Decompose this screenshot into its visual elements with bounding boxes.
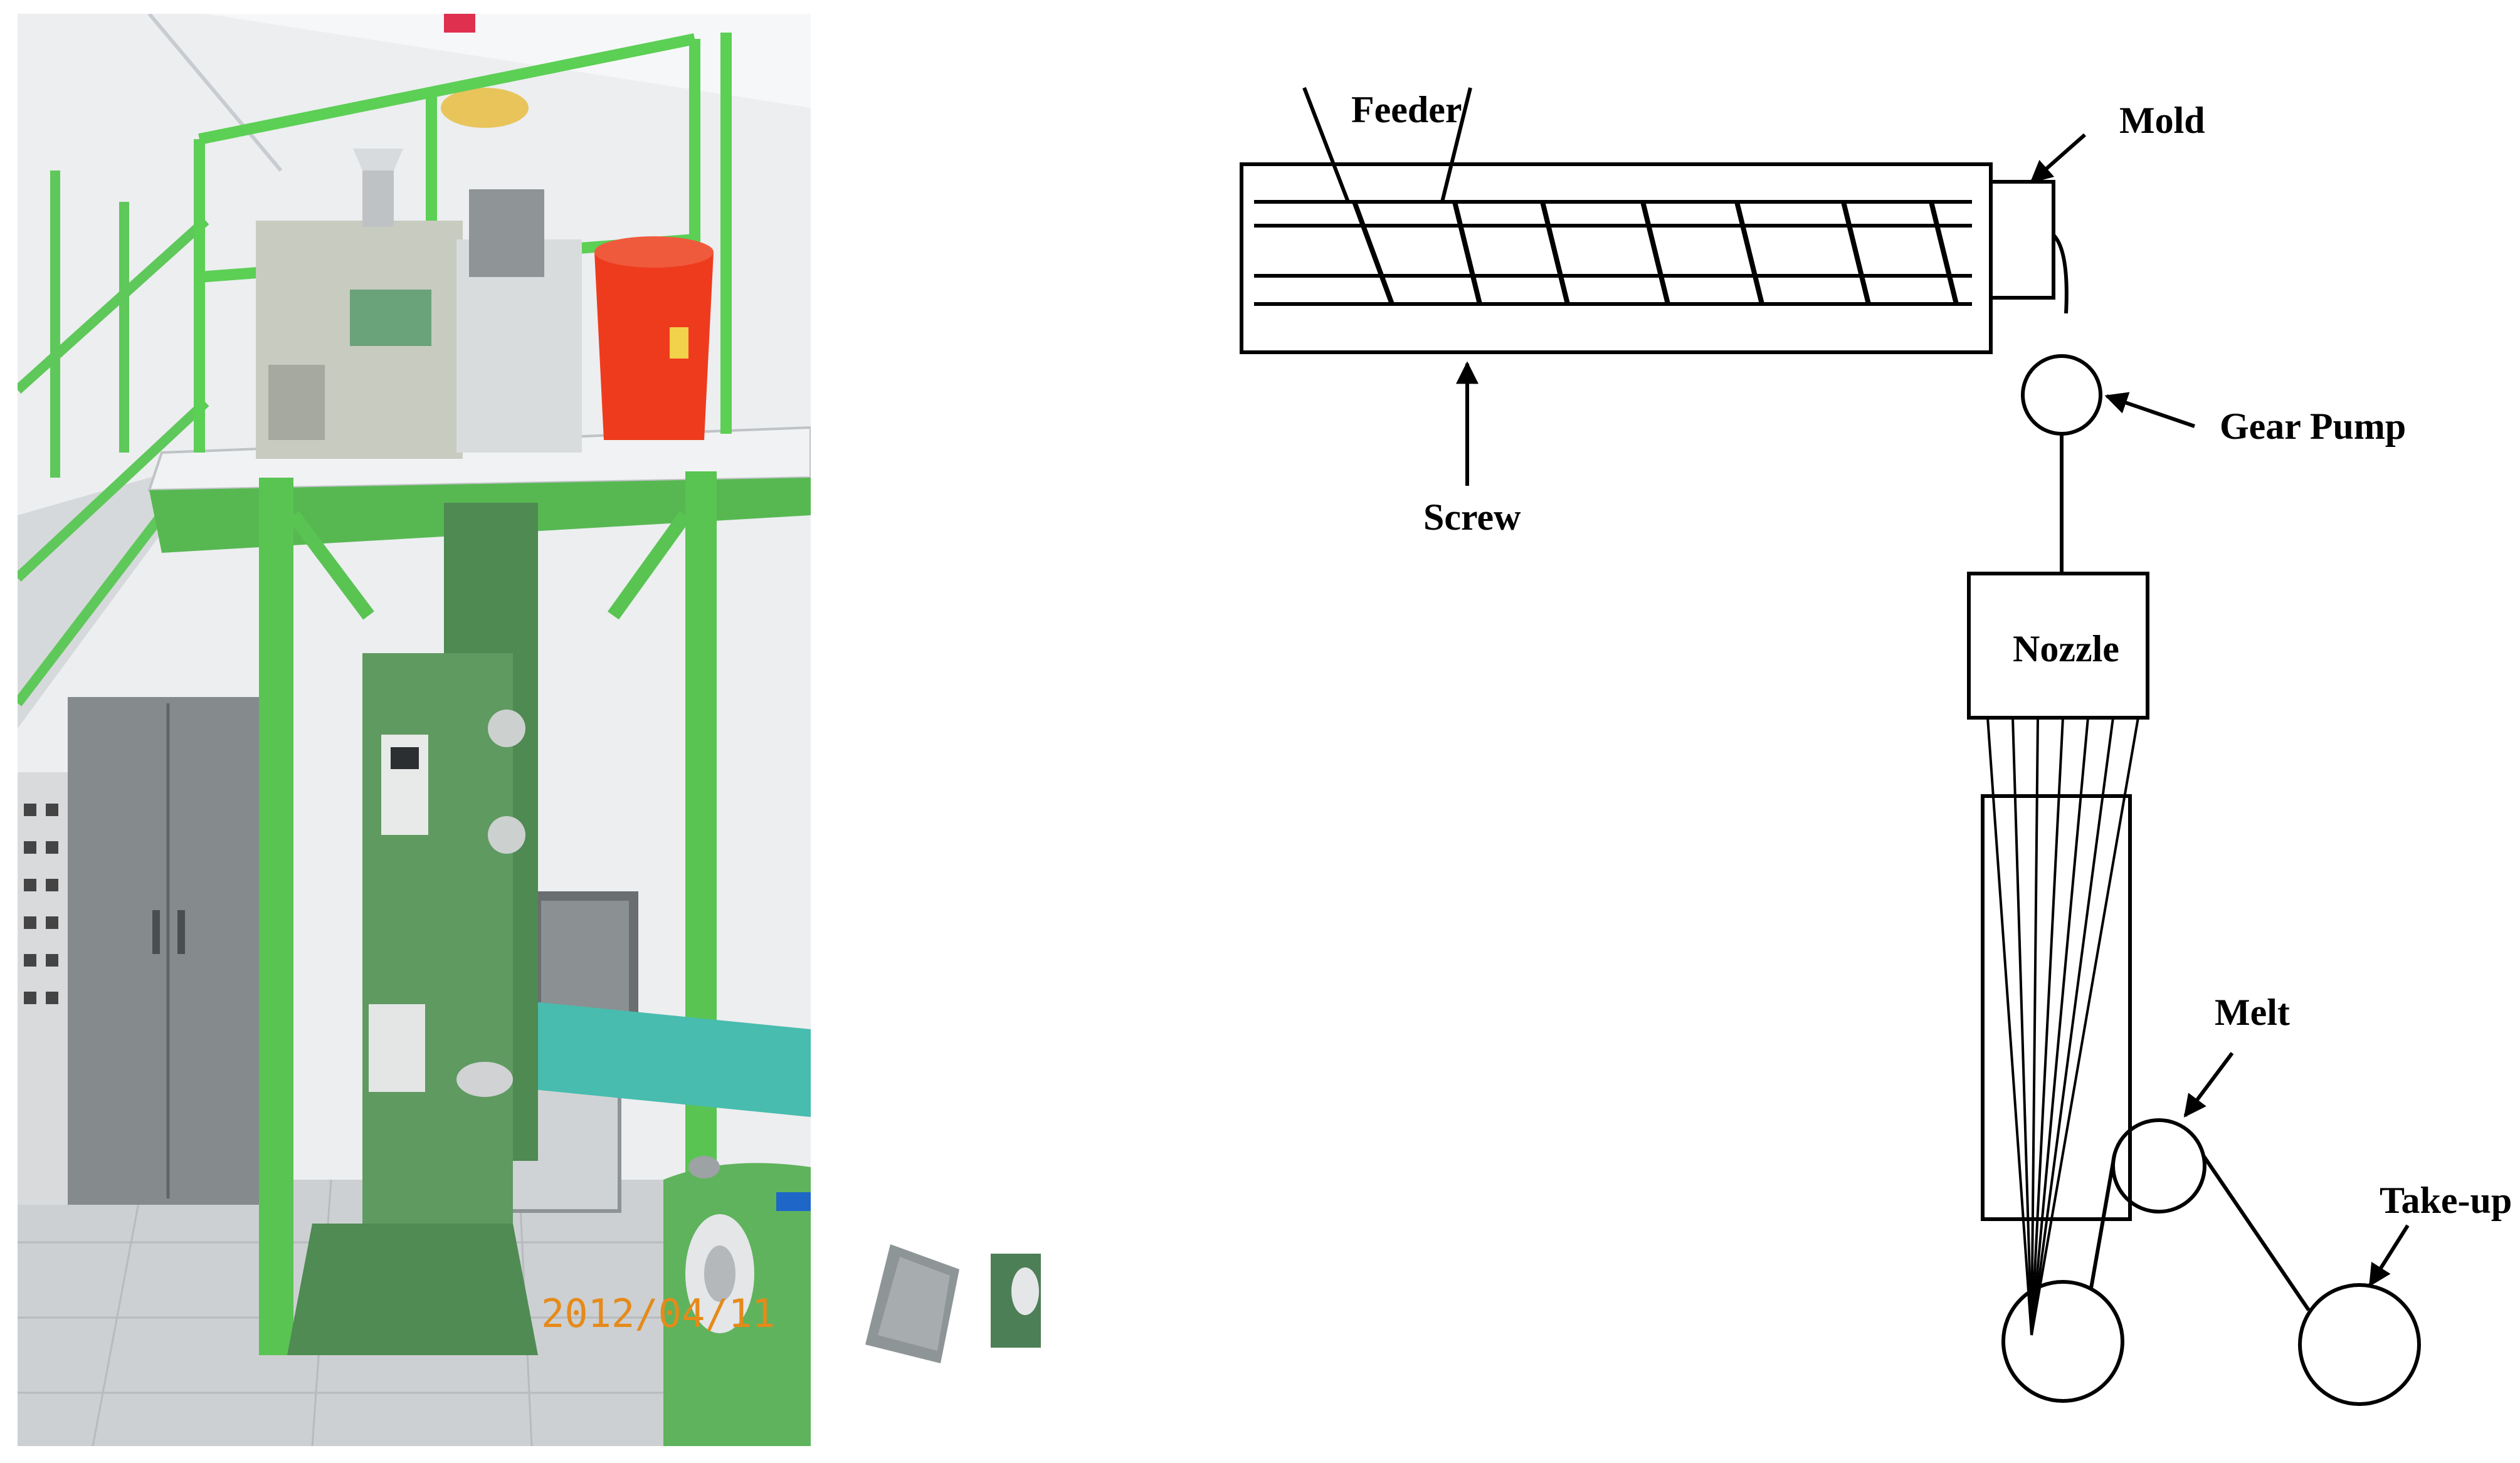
- photo-stair-rails: [18, 170, 209, 706]
- label-feeder: Feeder: [1351, 89, 1462, 130]
- photo-controller-box-lower: [369, 1004, 425, 1092]
- photo-control-panel: [18, 772, 68, 1205]
- photo-date-stamp: 2012/04/11: [541, 1291, 775, 1336]
- gear-pump-arrow: [2104, 392, 2195, 428]
- photo-red-bucket-rim: [594, 236, 714, 268]
- label-gear-pump: Gear Pump: [2220, 406, 2406, 447]
- mold-arrow: [2030, 133, 2086, 184]
- photo-platform-deck: [147, 426, 811, 492]
- take-up-arrow: [2368, 1224, 2410, 1287]
- photo-cabinet-handle-left: [152, 910, 160, 954]
- photo-ceiling-edge: [147, 14, 283, 172]
- gear-pump: [2021, 354, 2102, 436]
- photo-bucket-tag: [670, 327, 688, 359]
- melt-spinning-schematic: Feeder Mold Screw Gear Pump Nozzle Melt …: [1240, 87, 2512, 1406]
- photo-red-item: [444, 14, 475, 33]
- yarn-path-up: [2089, 1155, 2116, 1289]
- photo-roller-upper: [488, 710, 525, 747]
- label-mold: Mold: [2119, 100, 2205, 141]
- sample-thumbnails: [865, 1244, 1041, 1363]
- equipment-photo: 2012/04/11: [18, 14, 811, 1446]
- fabric-sample-highlight: [878, 1257, 950, 1351]
- photo-winder-drum-hub: [704, 1245, 735, 1302]
- quench-chamber: [1981, 794, 2132, 1221]
- photo-roller-middle: [488, 816, 525, 854]
- feeder-wall-right: [1440, 87, 1472, 202]
- extruder-barrel: [1240, 162, 1993, 354]
- photo-red-bucket: [594, 252, 714, 440]
- yarn-path-down: [2202, 1155, 2311, 1311]
- label-melt: Melt: [2215, 992, 2290, 1033]
- machine-thumbnail-drum: [1011, 1267, 1039, 1315]
- label-screw: Screw: [1423, 496, 1521, 538]
- photo-extruder-label: [350, 290, 431, 346]
- melt-line-to-pump: [2052, 233, 2069, 314]
- photo-panel-buttons: [24, 804, 58, 1004]
- photo-drum-badge: [776, 1192, 811, 1211]
- photo-bobbin: [456, 1062, 513, 1097]
- feeder-wall-left: [1302, 87, 1350, 203]
- mold-block: [1989, 180, 2055, 300]
- photo-drum-bolt: [688, 1156, 720, 1178]
- photo-hopper: [362, 164, 394, 227]
- melt-roller: [2111, 1118, 2206, 1214]
- photo-wall-window-inner: [541, 901, 629, 1014]
- screw-flights: [1352, 201, 1959, 305]
- take-up-roller: [2298, 1283, 2421, 1406]
- photo-winder-base: [287, 1224, 538, 1355]
- photo-hopper-top: [353, 149, 403, 170]
- photo-ceiling-lamp: [441, 88, 529, 128]
- label-nozzle: Nozzle: [2013, 628, 2119, 669]
- filament-bundle: [1986, 717, 2139, 1336]
- photo-controller-display: [391, 747, 419, 769]
- photo-ceiling: [18, 14, 811, 108]
- photo-extruder-vent: [268, 365, 325, 440]
- melt-arrow: [2183, 1052, 2234, 1118]
- photo-leg-braces: [288, 511, 691, 620]
- label-take-up: Take-up: [2380, 1180, 2512, 1221]
- photo-cabinet-handle-right: [177, 910, 185, 954]
- photo-motor-gear: [469, 189, 544, 277]
- nozzle-box: [1967, 572, 2149, 720]
- bottom-godet-roller: [2001, 1280, 2124, 1403]
